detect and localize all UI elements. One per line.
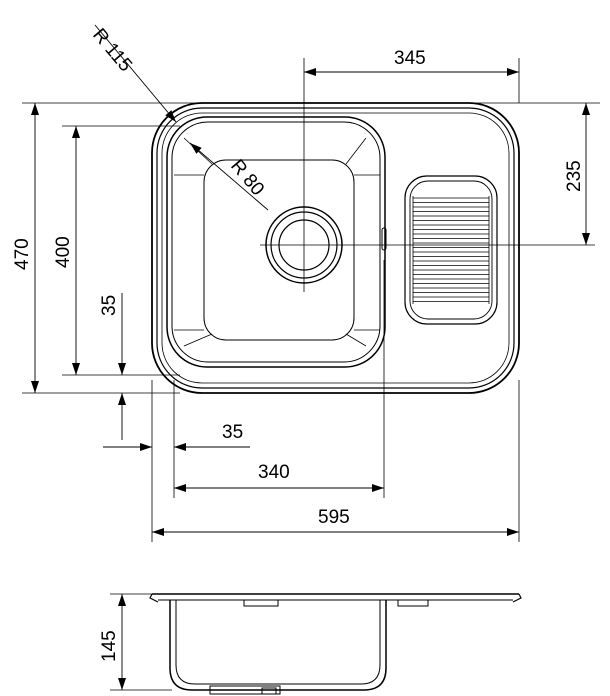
r80-leader	[189, 142, 269, 211]
side-bowl-inner	[175, 600, 381, 685]
side-drain	[209, 685, 281, 695]
drainer-outer	[404, 175, 498, 325]
sink-rim-inner-line-2	[161, 112, 510, 384]
r80-label: R 80	[226, 156, 268, 200]
bowl-corner-line	[183, 137, 213, 165]
side-bowl-outer	[169, 600, 387, 691]
sink-top-view	[151, 102, 520, 394]
drainer-inner	[409, 180, 493, 320]
bowl-corner-line	[183, 333, 213, 347]
overflow-slot	[381, 227, 387, 251]
dim-35-horizontal-label: 35	[222, 422, 243, 443]
side-drain-cap	[261, 687, 277, 695]
side-rim-left-lip	[149, 593, 159, 603]
sink-side-view: 145	[99, 593, 522, 695]
dim-145-label: 145	[99, 630, 120, 662]
dim-235-label: 235	[564, 160, 585, 192]
bowl-corner-line	[345, 333, 367, 347]
dim-400-label: 400	[53, 236, 74, 268]
r115-label: R 115	[88, 25, 136, 76]
dim-35-vertical-label: 35	[99, 295, 120, 316]
sink-outer-rim	[151, 102, 520, 394]
bowl-outer-edge	[166, 116, 386, 368]
dim-340-label: 340	[258, 462, 290, 483]
bowl-corner-line	[345, 137, 367, 165]
bowl-floor	[203, 159, 355, 341]
side-clip-right	[397, 599, 429, 607]
bowl-inner-edge	[171, 121, 381, 363]
sink-rim-inner-line	[156, 107, 515, 389]
dim-595-label: 595	[318, 507, 350, 528]
r115-leader	[94, 24, 177, 123]
side-rim-right-lip	[512, 593, 522, 603]
side-clip-left	[243, 599, 279, 607]
center-lines	[260, 58, 595, 292]
drainer-ribs	[413, 197, 489, 302]
dim-470-label: 470	[12, 238, 33, 270]
dim-345-label: 345	[394, 48, 426, 69]
